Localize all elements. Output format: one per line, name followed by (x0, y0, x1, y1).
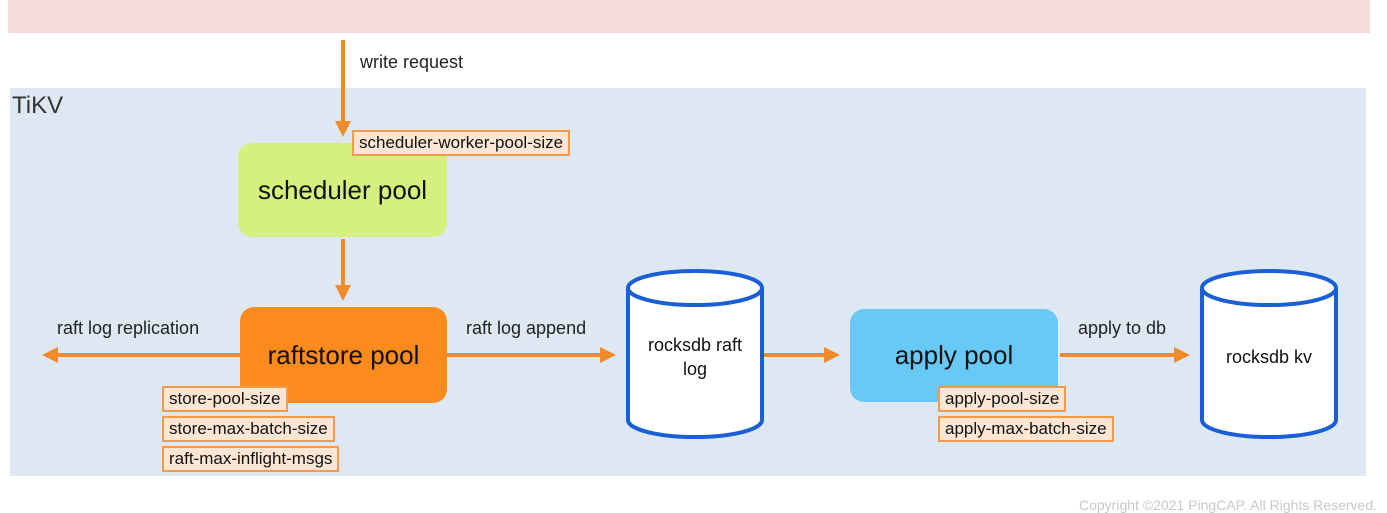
config-tag: apply-pool-size (938, 386, 1067, 412)
rocksdb-raft-log-label-line: rocksdb raft (647, 335, 743, 355)
rocksdb-raft-log-label-line: log (682, 359, 708, 379)
scheduler-pool-label: scheduler pool (257, 174, 428, 205)
rocksdb-raft-log-cylinder (626, 269, 764, 439)
apply-pool-node: apply pool (850, 309, 1058, 402)
scheduler-pool-node: scheduler pool (238, 143, 447, 237)
config-tag: apply-max-batch-size (938, 416, 1114, 442)
raft-log-replication-label: raft log replication (57, 318, 200, 338)
tikv-label: TiKV (12, 92, 64, 119)
write-request-label: write request (360, 52, 464, 72)
config-tag: scheduler-worker-pool-size (352, 130, 571, 156)
client-layer-bar (8, 0, 1370, 33)
config-tag: store-max-batch-size (162, 416, 335, 442)
rocksdb-raft-log-label: rocksdb raft log (628, 333, 762, 381)
rocksdb-kv-label: rocksdb kv (1225, 347, 1313, 367)
raft-log-append-label: raft log append (466, 318, 587, 338)
copyright-text: Copyright ©2021 PingCAP. All Rights Rese… (1079, 497, 1377, 513)
apply-to-db-label: apply to db (1078, 318, 1167, 338)
raftstore-pool-label: raftstore pool (267, 339, 420, 370)
rocksdb-kv-cylinder (1200, 269, 1338, 439)
config-tag: raft-max-inflight-msgs (162, 446, 340, 472)
config-tag: store-pool-size (162, 386, 288, 412)
apply-pool-label: apply pool (894, 340, 1014, 370)
